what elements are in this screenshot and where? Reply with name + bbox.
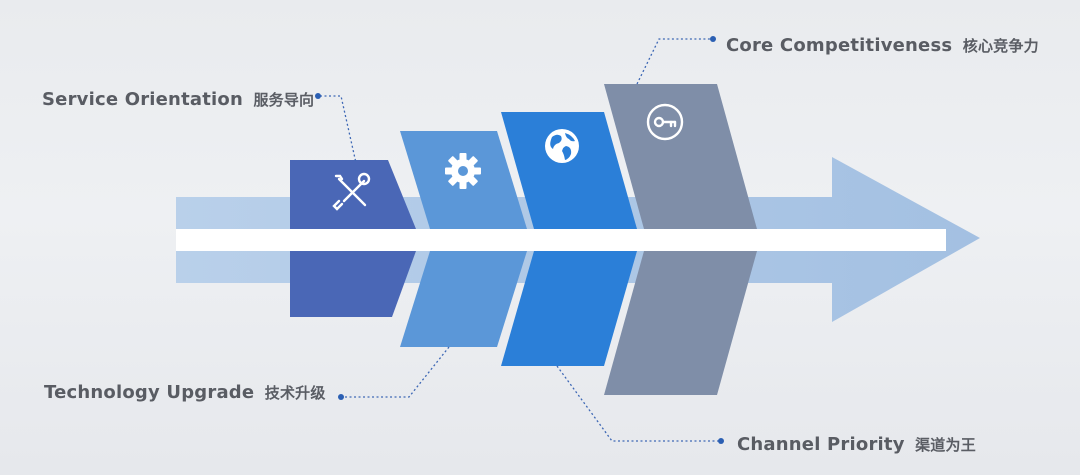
connectors [320,38,720,442]
segment-technology-lower [400,251,527,347]
label-channel-priority: Channel Priority 渠道为王 [737,434,976,455]
dot-technology [338,394,344,400]
segment-channel [501,112,637,229]
label-service-en: Service Orientation [42,89,243,110]
label-core-competitiveness: Core Competitiveness 核心竞争力 [726,35,1039,56]
dot-core [710,36,716,42]
dot-channel [718,438,724,444]
segment-core [604,84,757,229]
key-icon [646,103,684,141]
label-technology-upgrade: Technology Upgrade 技术升级 [44,382,326,403]
segment-core-lower [604,251,757,395]
label-core-en: Core Competitiveness [726,35,953,56]
connector-technology [341,346,450,398]
connector-dots [315,36,724,444]
label-technology-cn: 技术升级 [264,384,326,402]
label-channel-en: Channel Priority [737,434,905,455]
label-core-cn: 核心竞争力 [962,37,1039,55]
connector-service [320,95,357,164]
segment-channel-lower [501,251,637,366]
label-channel-cn: 渠道为王 [915,436,976,454]
label-service-orientation: Service Orientation 服务导向 [42,89,314,110]
label-service-cn: 服务导向 [253,91,315,109]
tools-icon [332,172,371,211]
globe-icon [545,129,579,163]
arrow-center-stripe [176,229,946,251]
segment-service-lower [290,251,416,317]
dot-service [315,93,321,99]
connector-core [636,38,713,85]
label-technology-en: Technology Upgrade [44,382,255,403]
gear-icon [445,153,481,189]
